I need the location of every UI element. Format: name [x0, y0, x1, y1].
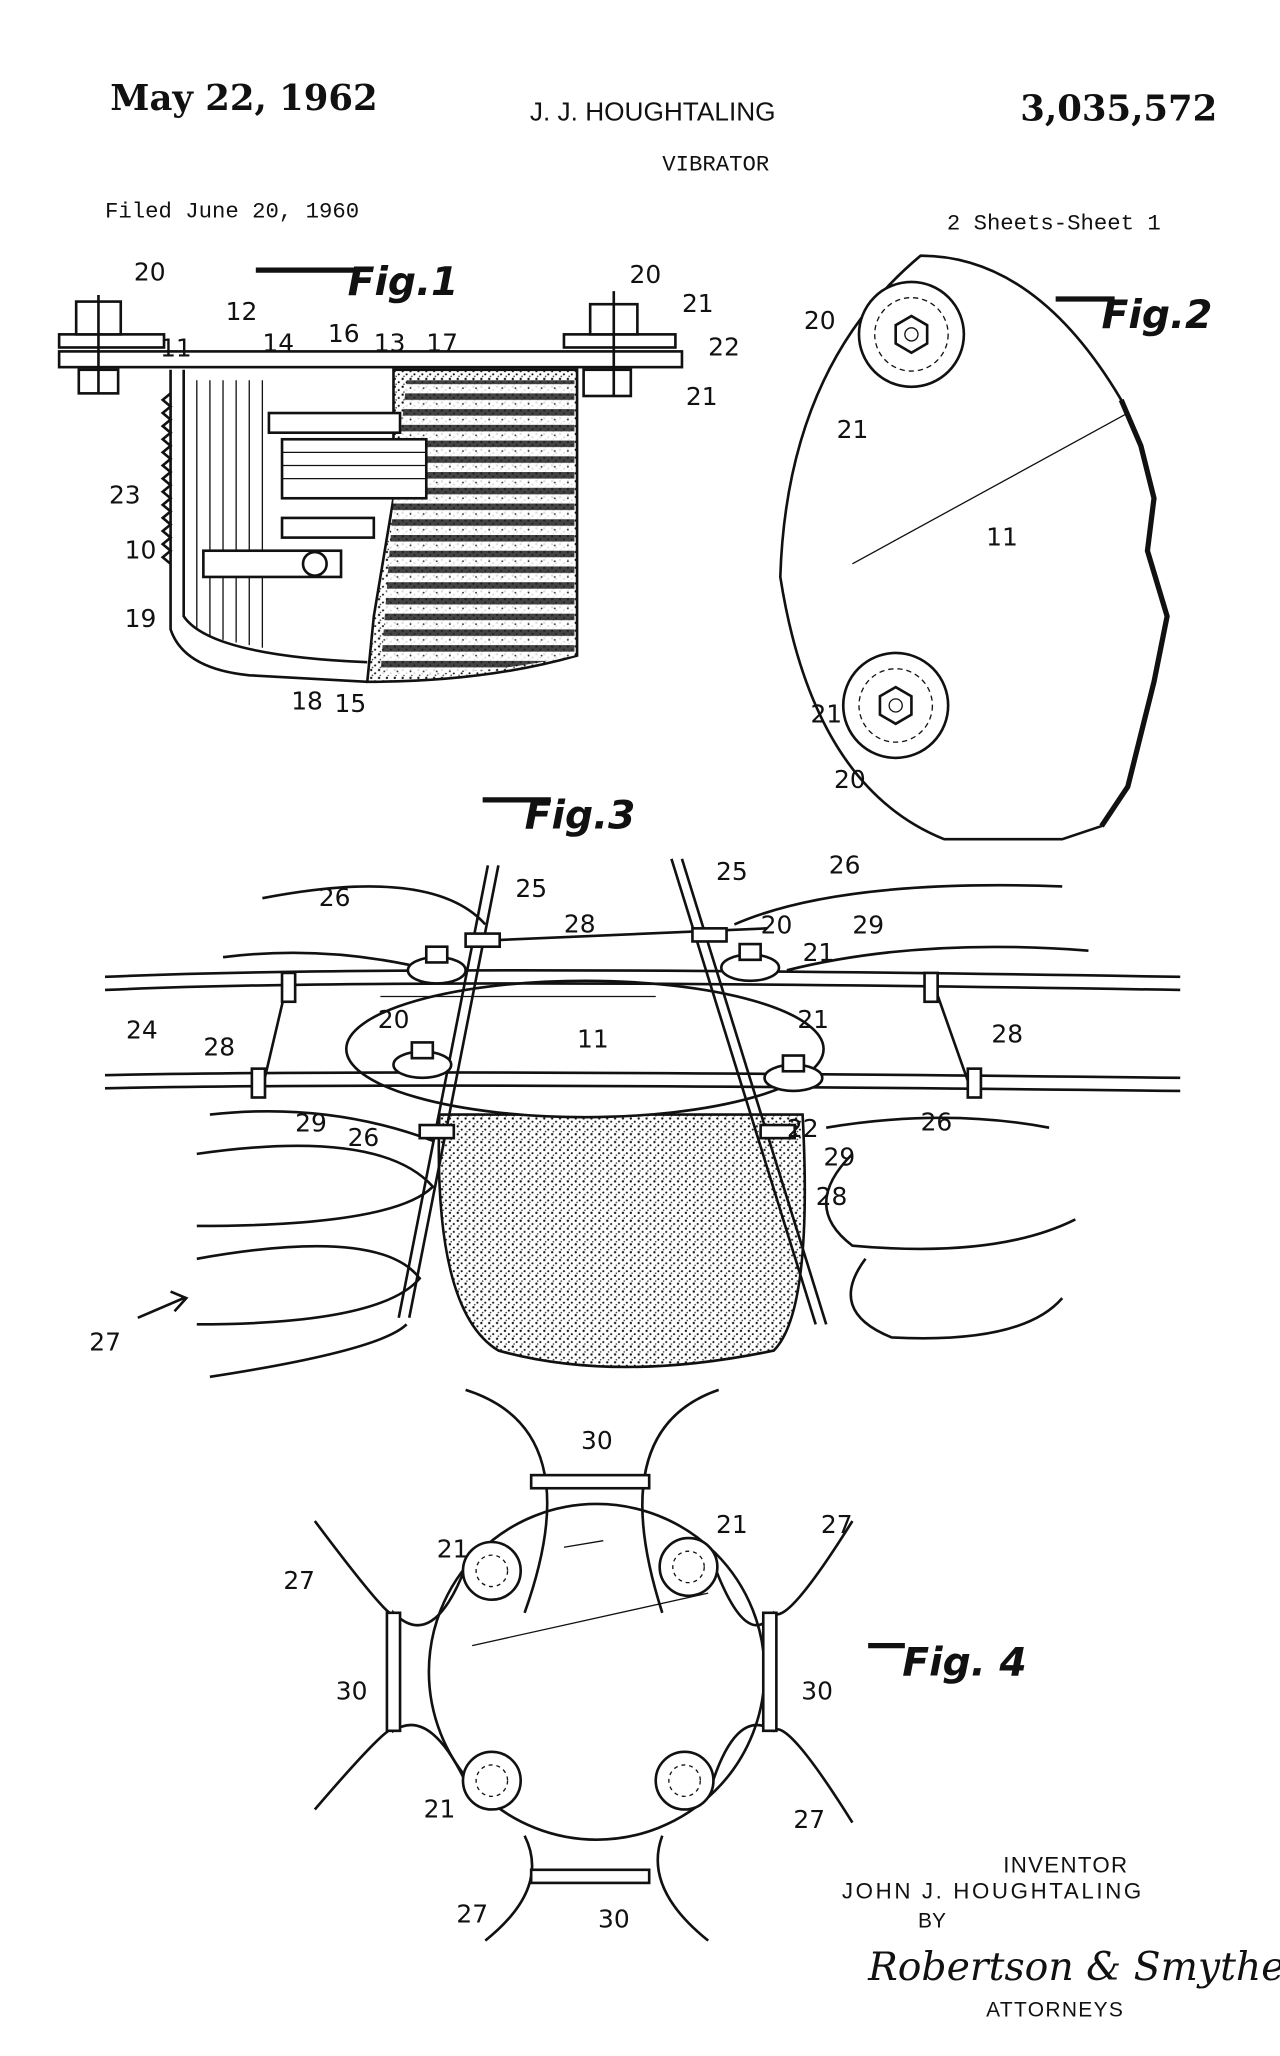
ref-numeral: 20 [378, 1005, 410, 1034]
inventor-short: J. J. HOUGHTALING [530, 97, 776, 127]
ref-numeral: 11 [577, 1025, 609, 1054]
ref-numeral: 15 [334, 689, 366, 718]
inventor-name: JOHN J. HOUGHTALING [842, 1879, 1144, 1904]
figure-4-label: Fig. 4 [902, 1640, 1027, 1686]
ref-numeral: 12 [226, 297, 258, 326]
ref-numeral: 25 [716, 857, 748, 886]
ref-numeral: 13 [374, 328, 406, 357]
ref-numeral: 27 [283, 1566, 315, 1595]
ref-numeral: 14 [262, 328, 294, 357]
ref-numeral: 27 [456, 1899, 488, 1928]
ref-numeral: 21 [686, 382, 718, 411]
ref-numeral: 21 [437, 1535, 469, 1564]
mounting-plate [778, 254, 1169, 841]
ref-numeral: 18 [291, 686, 323, 715]
vibrator-housing [437, 1113, 807, 1369]
mounting-plate [344, 979, 825, 1119]
patent-number: 3,035,572 [1020, 89, 1217, 130]
ref-numeral: 21 [424, 1794, 456, 1823]
ref-numeral: 21 [803, 938, 835, 967]
filed-date: Filed June 20, 1960 [105, 199, 359, 225]
ref-numeral: 20 [134, 258, 166, 287]
ref-numeral: 28 [991, 1019, 1023, 1048]
ref-numeral: 30 [801, 1676, 833, 1705]
ref-numeral: 28 [203, 1033, 235, 1062]
ref-numeral: 26 [348, 1123, 380, 1152]
ref-numeral: 23 [109, 481, 141, 510]
bolt-20-bottom [841, 651, 950, 760]
ref-numeral: 22 [708, 332, 740, 361]
ref-numeral: 21 [716, 1510, 748, 1539]
ref-numeral: 21 [837, 415, 869, 444]
figure-3: Fig.3 [89, 793, 1181, 1379]
attorney-signature: Robertson & Smythe [867, 1944, 1280, 1990]
ref-numeral: 30 [598, 1905, 630, 1934]
bolt-20-top [857, 280, 966, 389]
ref-numeral: 11 [160, 334, 192, 363]
ref-numeral: 21 [797, 1005, 829, 1034]
figure-3-label: Fig.3 [525, 793, 636, 839]
figure-1-label: Fig.1 [348, 259, 459, 305]
figure-1: Fig.1 20 11 12 14 16 13 [57, 258, 740, 718]
ref-numeral: 16 [328, 319, 360, 348]
by-label: BY [918, 1910, 946, 1933]
ref-numeral: 17 [426, 328, 458, 357]
ref-numeral: 20 [761, 911, 793, 940]
ref-numeral: 26 [319, 883, 351, 912]
ref-numeral: 20 [834, 765, 866, 794]
ref-numeral: 11 [986, 522, 1018, 551]
ref-numeral: 22 [787, 1114, 819, 1143]
ref-numeral: 20 [804, 306, 836, 335]
ref-numeral: 24 [126, 1015, 158, 1044]
header: May 22, 1962 J. J. HOUGHTALING 3,035,572… [105, 78, 1217, 236]
inventor-heading: INVENTOR [1003, 1852, 1128, 1877]
issue-date: May 22, 1962 [110, 78, 377, 119]
ref-numeral: 27 [821, 1510, 853, 1539]
ref-numeral: 29 [295, 1109, 327, 1138]
ref-numeral: 29 [852, 911, 884, 940]
figure-2: Fig.2 20 21 11 21 20 [778, 254, 1213, 841]
patent-title: VIBRATOR [662, 151, 769, 177]
ref-numeral: 30 [581, 1426, 613, 1455]
ref-numeral: 26 [829, 850, 861, 879]
ref-numeral: 21 [810, 699, 842, 728]
ref-numeral: 28 [816, 1182, 848, 1211]
ref-numeral: 21 [682, 289, 714, 318]
sheet-count: 2 Sheets-Sheet 1 [947, 210, 1161, 236]
ref-numeral: 20 [630, 260, 662, 289]
figure-2-label: Fig.2 [1102, 292, 1213, 338]
ref-numeral: 26 [921, 1107, 953, 1136]
ref-numeral: 27 [89, 1328, 121, 1357]
ref-numeral: 29 [824, 1143, 856, 1172]
ref-numeral: 28 [564, 909, 596, 938]
figure-4: Fig. 4 30 21 21 27 27 30 30 21 [283, 1388, 1027, 1942]
attorneys-label: ATTORNEYS [986, 1999, 1124, 2022]
ref-numeral: 30 [336, 1676, 368, 1705]
signature-block: INVENTOR JOHN J. HOUGHTALING BY Robertso… [842, 1852, 1280, 2021]
ref-numeral: 10 [125, 536, 157, 565]
ref-numeral: 25 [515, 874, 547, 903]
ref-numeral: 27 [793, 1805, 825, 1834]
ref-numeral: 19 [125, 604, 157, 633]
